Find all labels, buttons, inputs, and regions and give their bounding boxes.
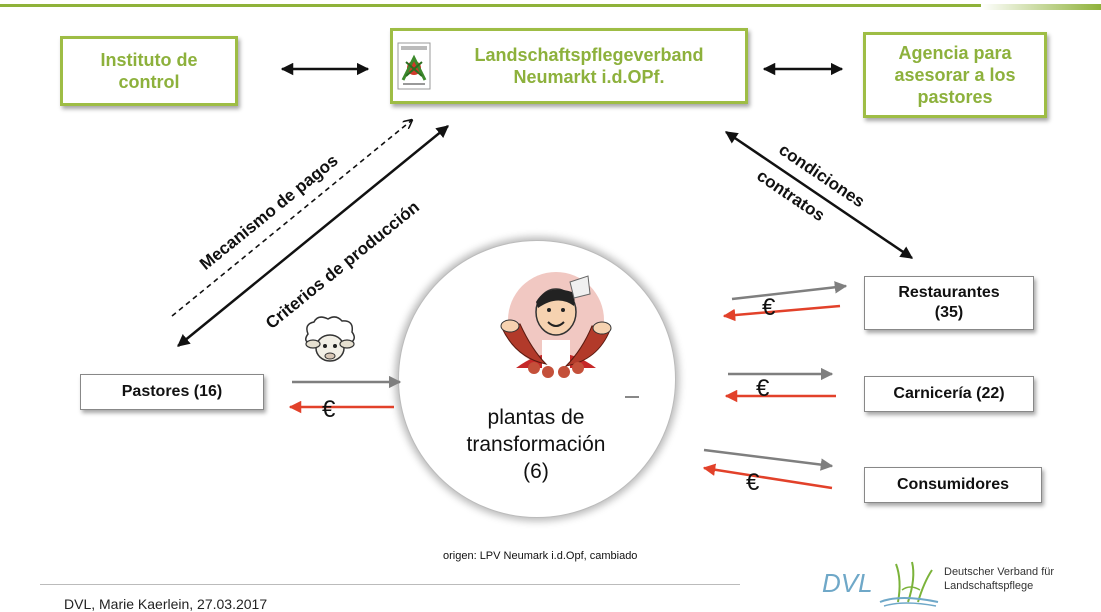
box-carniceria: Carnicería (22) [864,376,1034,412]
box-consumidores-label: Consumidores [896,476,1009,493]
butcher-with-sausages-icon [500,272,612,378]
box-instituto-label: Instituto de control [100,50,198,92]
box-agencia-label: Agencia para asesorar a los pastores [894,43,1016,107]
euro-carniceria: € [756,375,770,402]
dvl-org-name: Deutscher Verband für Landschaftspflege [944,566,1055,592]
box-restaurantes: Restaurantes (35) [864,276,1034,330]
box-pastores-label: Pastores (16) [121,383,223,400]
euro-pastores: € [322,396,336,423]
arrow-payment-dashed [171,120,412,317]
box-restaurantes-label: Restaurantes (35) [898,284,1000,321]
arrow-consumidores-money [702,463,833,490]
arrow-restaurantes-money [722,304,841,322]
arrow-contracts [724,130,914,260]
processing-plants-label: plantas de transformación (6) [466,406,606,483]
top-rule [0,4,1101,7]
footer-credit: DVL, Marie Kaerlein, 27.03.2017 [64,596,268,612]
box-pastores: Pastores (16) [80,374,264,410]
box-instituto-de-control: Instituto de control [60,36,238,106]
box-agencia: Agencia para asesorar a los pastores [863,32,1047,118]
lpv-emblem-icon [397,42,431,90]
box-carniceria-label: Carnicería (22) [893,385,1005,402]
box-lpv-label: Landschaftspflegeverband Neumarkt i.d.OP… [474,45,704,87]
arrow-restaurantes-goods [731,281,848,301]
dvl-grass-logo-icon: DVL [822,561,939,607]
box-lpv: Landschaftspflegeverband Neumarkt i.d.OP… [390,28,748,104]
dvl-logo-text: DVL [822,568,873,598]
footer-rule [40,584,740,585]
source-note: origen: LPV Neumark i.d.Opf, cambiado [443,550,638,562]
arrow-consumidores-goods [703,448,834,471]
box-consumidores: Consumidores [864,467,1042,503]
small-mark [625,396,639,398]
euro-consumidores: € [746,469,760,496]
euro-restaurantes: € [762,294,776,321]
arrow-criteria [177,125,449,347]
top-rule-accent [981,4,1101,10]
